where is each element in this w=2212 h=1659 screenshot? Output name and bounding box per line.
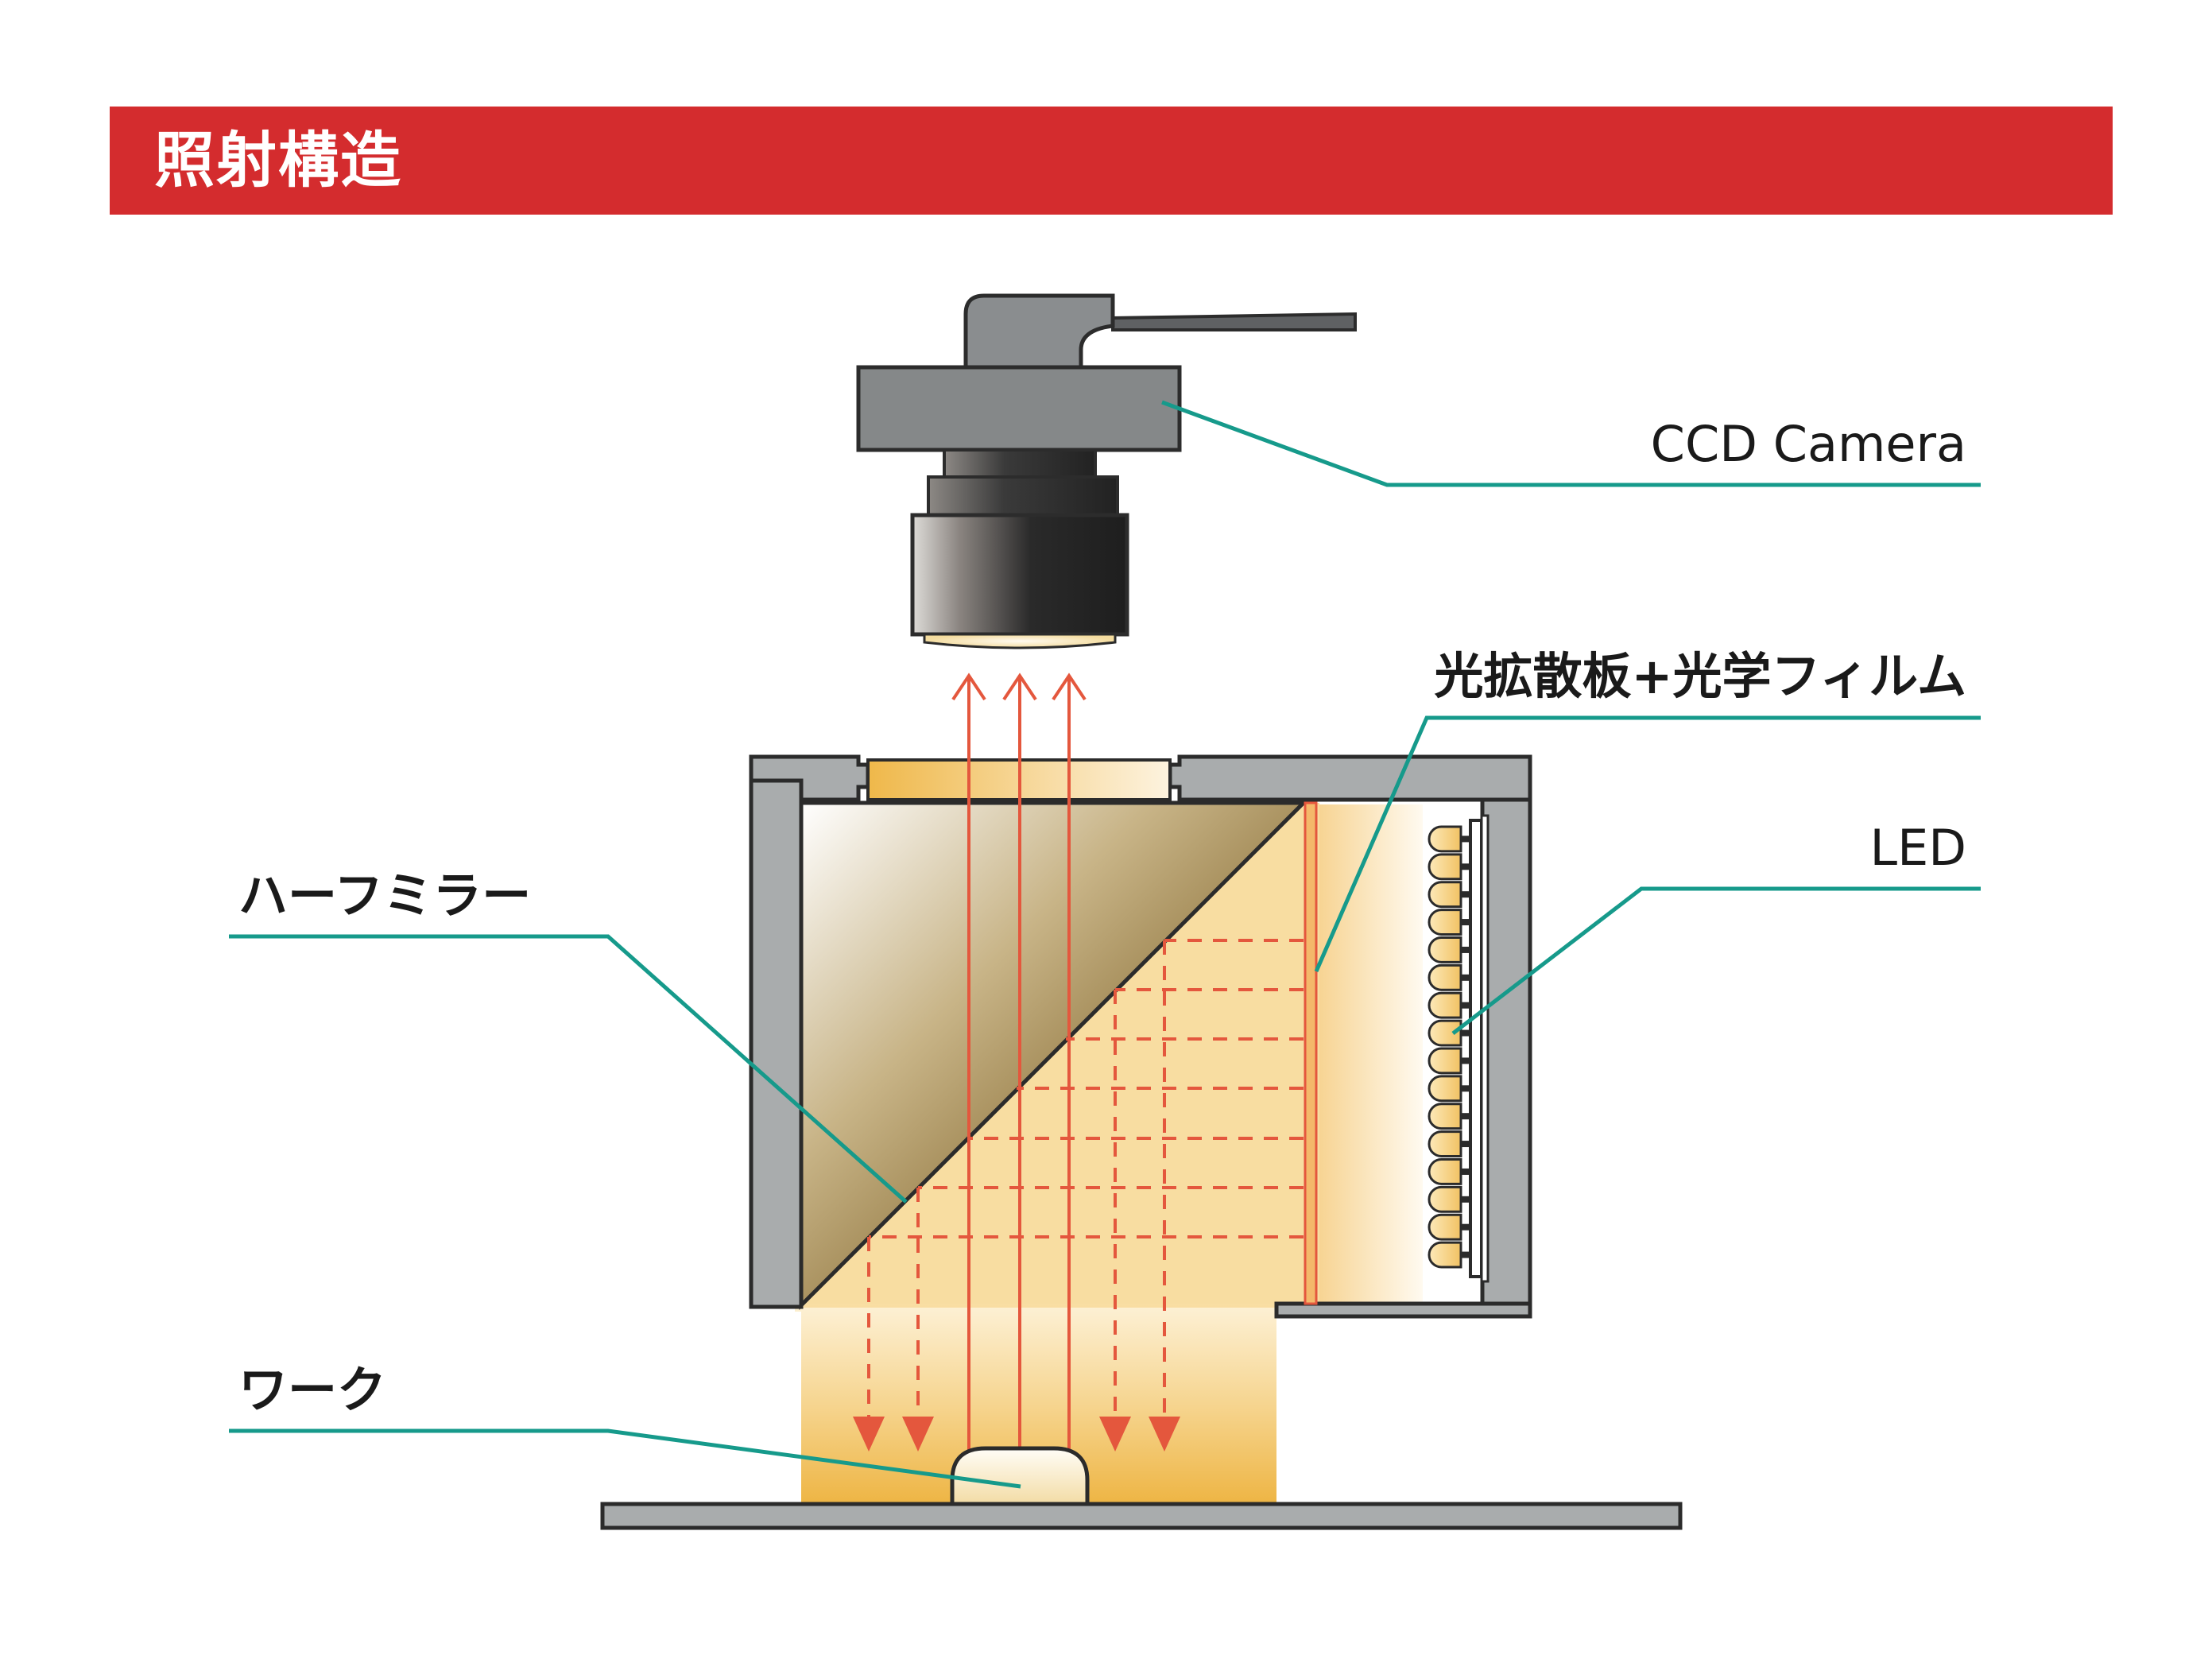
solid-upward-rays <box>951 673 1087 1480</box>
housing-top-right <box>1168 754 1532 802</box>
led-strip <box>1428 814 1490 1283</box>
led-board <box>1469 819 1483 1278</box>
light-rays <box>867 673 1304 1480</box>
led-element <box>1428 1158 1462 1185</box>
led-element <box>1428 825 1462 853</box>
led-element <box>1428 1019 1462 1047</box>
led-element <box>1428 1185 1462 1213</box>
led-pin <box>1461 835 1470 843</box>
led-element <box>1428 1075 1462 1103</box>
led-pin <box>1461 919 1470 926</box>
led-pin <box>1461 1002 1470 1009</box>
led-element <box>1428 991 1462 1019</box>
led-pin <box>1461 1196 1470 1203</box>
label-led: LED <box>1870 819 1966 877</box>
led-element <box>1428 1103 1462 1130</box>
label-ccd-camera: CCD Camera <box>1651 415 1966 473</box>
led-element <box>1428 1213 1462 1241</box>
led-element <box>1428 881 1462 909</box>
leader-lines <box>229 400 1981 1489</box>
led-pin <box>1461 1141 1470 1148</box>
led-board-back <box>1480 814 1490 1283</box>
label-work: ワーク <box>238 1361 386 1419</box>
dashed-horizontal-rays <box>869 939 1304 1238</box>
housing-right-wall <box>1480 797 1532 1311</box>
led-pin <box>1461 1057 1470 1064</box>
led-element <box>1428 853 1462 881</box>
led-pin <box>1461 1251 1470 1258</box>
led-element <box>1428 1130 1462 1157</box>
housing-bottom-shelf <box>1274 1301 1532 1319</box>
down-arrowheads <box>853 1417 1180 1452</box>
camera-lens-barrel <box>910 513 1129 637</box>
label-half-mirror: ハーフミラー <box>238 866 531 924</box>
led-pin <box>1461 1113 1470 1120</box>
leader-work <box>229 1428 1021 1489</box>
led-element <box>1428 1241 1462 1269</box>
housing-left-wall <box>749 778 804 1309</box>
workpiece <box>950 1446 1090 1506</box>
dashed-vertical-rays <box>867 940 1166 1423</box>
half-mirror <box>799 800 1309 1311</box>
led-pin <box>1461 891 1470 898</box>
ccd-camera <box>856 293 1357 649</box>
led-pin <box>1461 863 1470 870</box>
leader-camera <box>1161 400 1981 487</box>
led-element <box>1428 963 1462 991</box>
led-pin <box>1461 1223 1470 1231</box>
glow-right-chamber <box>1319 804 1423 1304</box>
base-plate <box>600 1502 1683 1530</box>
led-element <box>1428 909 1462 936</box>
led-element <box>1428 1047 1462 1075</box>
led-pin <box>1461 1085 1470 1092</box>
camera-neck <box>963 293 1115 370</box>
led-element <box>1428 936 1462 963</box>
camera-cable <box>1111 312 1357 331</box>
title-banner: 照射構造 <box>110 107 2113 215</box>
led-pin <box>1461 1029 1470 1037</box>
camera-lens-glass <box>923 633 1117 649</box>
led-pin <box>1461 1168 1470 1175</box>
led-pin <box>1461 974 1470 981</box>
camera-body <box>856 365 1182 452</box>
label-diffuser: 光拡散板+光学フィルム <box>1435 647 1966 705</box>
camera-lens-mount <box>943 448 1097 479</box>
glow-under-mirror <box>801 803 1319 1308</box>
leader-led <box>1451 886 1981 1035</box>
diffuser-plate <box>1304 801 1318 1305</box>
page-title: 照射構造 <box>154 125 402 196</box>
leader-mirror <box>229 934 908 1204</box>
leader-diffuser <box>1314 715 1981 972</box>
led-pin <box>1461 946 1470 953</box>
camera-lens-ring <box>927 475 1119 517</box>
